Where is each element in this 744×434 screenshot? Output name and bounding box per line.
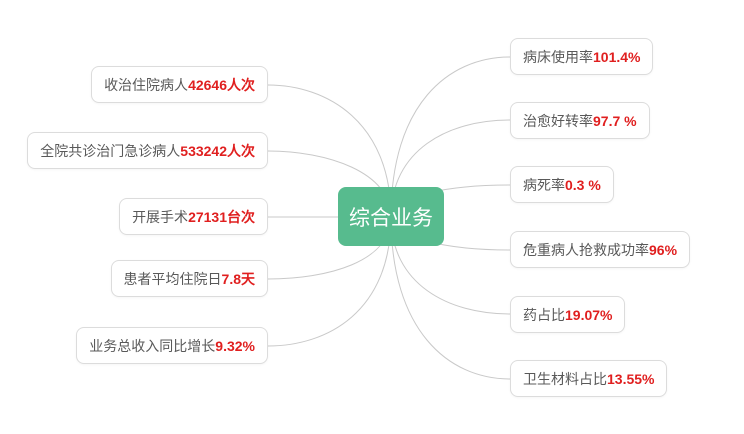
node-label: 病死率 [523, 176, 565, 193]
node-label: 收治住院病人 [104, 76, 189, 93]
node-value: 19.07% [565, 306, 613, 323]
node-value: 0.3 % [565, 176, 601, 193]
node-value: 96% [649, 241, 678, 258]
connector-line [390, 56, 511, 218]
node-value: 42646人次 [188, 76, 255, 93]
node-label: 业务总收入同比增长 [89, 337, 216, 354]
node-surgeries[interactable]: 开展手术 27131台次 [119, 198, 268, 235]
node-value: 13.55% [607, 370, 655, 387]
node-label: 开展手术 [132, 208, 189, 225]
node-label: 患者平均住院日 [123, 270, 222, 287]
connector-line [267, 84, 392, 218]
node-label: 危重病人抢救成功率 [523, 241, 649, 258]
node-label: 药占比 [523, 306, 565, 323]
node-label: 病床使用率 [523, 48, 593, 65]
node-value: 7.8天 [221, 270, 255, 287]
center-node[interactable]: 综合业务 [338, 187, 444, 246]
node-value: 97.7 % [593, 112, 637, 129]
node-label: 卫生材料占比 [523, 370, 607, 387]
node-label: 全院共诊治门急诊病人 [40, 142, 181, 159]
node-value: 101.4% [593, 48, 641, 65]
node-value: 9.32% [215, 337, 255, 354]
node-value: 27131台次 [188, 208, 255, 225]
connector-line [390, 216, 511, 380]
node-label: 治愈好转率 [523, 112, 593, 129]
node-value: 533242人次 [180, 142, 255, 159]
connector-line [267, 216, 392, 347]
